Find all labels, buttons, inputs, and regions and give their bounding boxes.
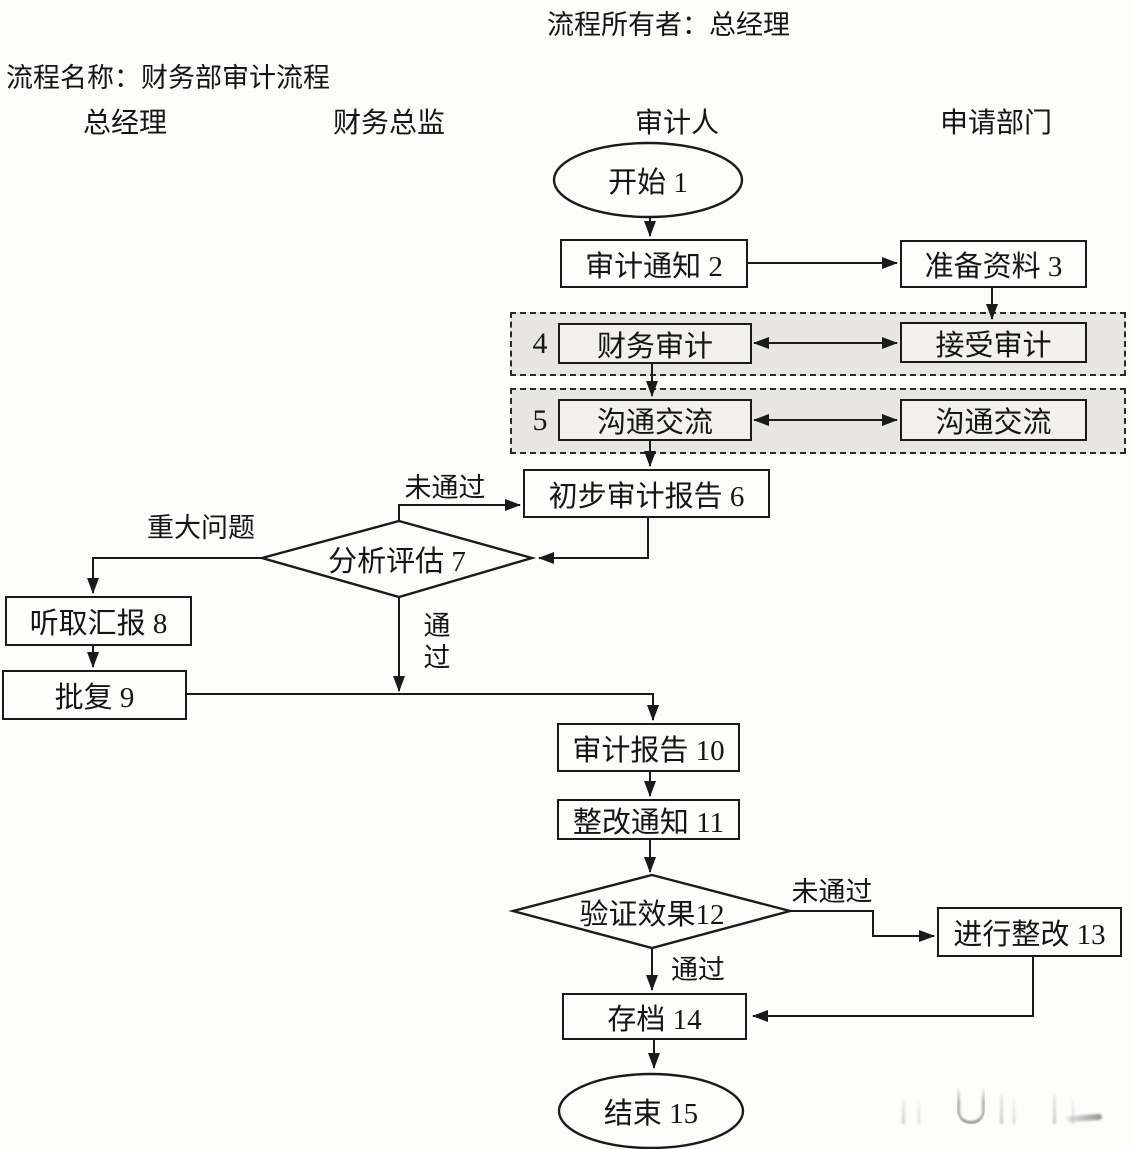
edge-rectify-to-archive (752, 957, 1034, 1022)
watermark-artifact (918, 1103, 920, 1124)
node-approval: 批复 9 (2, 670, 187, 720)
group-4-number: 4 (532, 327, 548, 360)
edge-preliminary-to-analyze (538, 518, 649, 564)
node-prepare-materials: 准备资料 3 (900, 240, 1087, 288)
edge-label-not-passed-top: 未通过 (404, 472, 486, 503)
column-header-auditor: 审计人 (634, 108, 719, 139)
process-name-title: 流程名称：财务部审计流程 (6, 63, 330, 93)
node-audit-report: 审计报告 10 (557, 723, 740, 772)
verify-effect-label: 验证效果12 (579, 899, 725, 931)
node-archive: 存档 14 (562, 993, 747, 1040)
watermark-artifact (1053, 1095, 1056, 1124)
group-5-number: 5 (532, 404, 548, 437)
watermark-artifact (957, 1086, 985, 1124)
column-header-applying-dept: 申请部门 (939, 108, 1052, 139)
verify-effect-diamond (508, 873, 795, 950)
process-owner-title: 流程所有者：总经理 (547, 10, 790, 40)
edge-analyze-major-to-listen (87, 557, 262, 594)
node-do-rectify: 进行整改 13 (937, 907, 1122, 957)
edge-label-passed-mid: 通过 (423, 611, 451, 673)
start-ellipse (552, 141, 744, 219)
watermark-artifact (1072, 1099, 1074, 1124)
analyze-evaluate-label: 分析评估 7 (328, 546, 466, 578)
edge-analyze-notpassed-to-preliminary (398, 499, 521, 521)
edge-label-passed-bottom: 通过 (671, 954, 725, 985)
node-accept-audit: 接受审计 (900, 322, 1087, 363)
end-ellipse (557, 1072, 745, 1149)
node-financial-audit: 财务审计 (558, 323, 752, 364)
watermark-artifact (1000, 1095, 1003, 1124)
node-listen-report: 听取汇报 8 (5, 596, 192, 646)
analyze-evaluate-diamond (257, 519, 537, 599)
end-label: 结束 15 (603, 1098, 699, 1130)
edge-verify-notpassed-to-rectify (790, 910, 935, 942)
edge-label-not-passed-bottom: 未通过 (791, 876, 873, 907)
watermark-artifact (1013, 1099, 1015, 1124)
column-header-cfo: 财务总监 (332, 108, 445, 139)
edge-approval-to-audit-report (187, 693, 659, 721)
node-communicate-left: 沟通交流 (558, 399, 752, 441)
node-rectify-notice: 整改通知 11 (557, 799, 740, 840)
column-header-general-manager: 总经理 (82, 108, 167, 139)
watermark-artifact (902, 1100, 905, 1124)
node-preliminary-report: 初步审计报告 6 (523, 469, 770, 518)
start-label: 开始 1 (608, 167, 688, 199)
edge-label-major-issue: 重大问题 (147, 512, 255, 543)
node-communicate-right: 沟通交流 (900, 399, 1087, 441)
node-audit-notice: 审计通知 2 (560, 239, 748, 288)
